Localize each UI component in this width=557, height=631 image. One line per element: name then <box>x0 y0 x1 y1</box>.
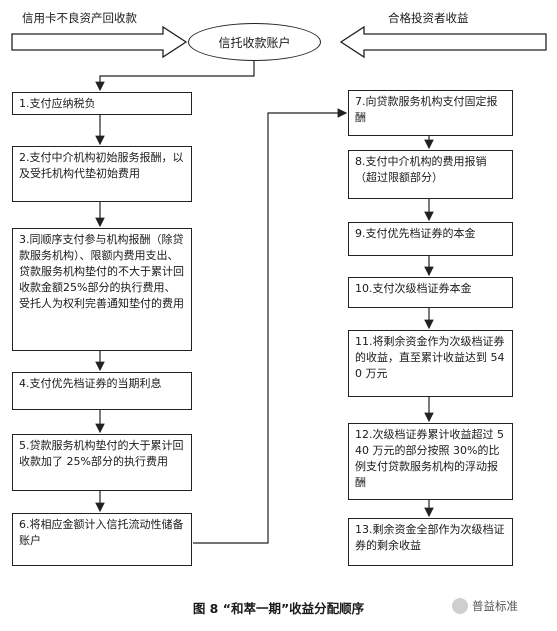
source-label-right: 合格投资者收益 <box>388 11 469 25</box>
trust-account-node: 信托收款账户 <box>188 23 321 61</box>
step-6-box: 6.将相应金额计入信托流动性储备账户 <box>12 513 192 566</box>
step-3-box: 3.同顺序支付参与机构报酬（除贷款服务机构）、限额内费用支出、贷款服务机构垫付的… <box>12 228 192 351</box>
step-12-box: 12.次级档证券累计收益超过 540 万元的部分按照 30%的比例支付贷款服务机… <box>348 423 513 500</box>
step-5-box: 5.贷款服务机构垫付的大于累计回收款加了 25%部分的执行费用 <box>12 434 192 491</box>
step-7-box: 7.向贷款服务机构支付固定报酬 <box>348 90 513 136</box>
wechat-icon <box>452 598 468 614</box>
step-1-box: 1.支付应纳税负 <box>12 92 192 115</box>
step-9-box: 9.支付优先档证券的本金 <box>348 222 513 256</box>
step-13-box: 13.剩余资金全部作为次级档证券的剩余收益 <box>348 518 513 566</box>
step-11-box: 11.将剩余资金作为次级档证券的收益，直至累计收益达到 540 万元 <box>348 330 513 397</box>
step-8-box: 8.支付中介机构的费用报销（超过限额部分） <box>348 150 513 199</box>
source-right-arrow <box>339 25 547 59</box>
watermark: 普益标准 <box>452 598 518 614</box>
step-2-box: 2.支付中介机构初始服务报酬，以及受托机构代垫初始费用 <box>12 146 192 202</box>
watermark-label: 普益标准 <box>472 599 518 613</box>
step-10-box: 10.支付次级档证券本金 <box>348 277 513 308</box>
step-4-box: 4.支付优先档证券的当期利息 <box>12 372 192 410</box>
source-label-left: 信用卡不良资产回收款 <box>22 11 137 25</box>
figure-caption: 图 8 “和萃一期”收益分配顺序 <box>192 601 365 616</box>
source-left-arrow <box>11 25 188 59</box>
